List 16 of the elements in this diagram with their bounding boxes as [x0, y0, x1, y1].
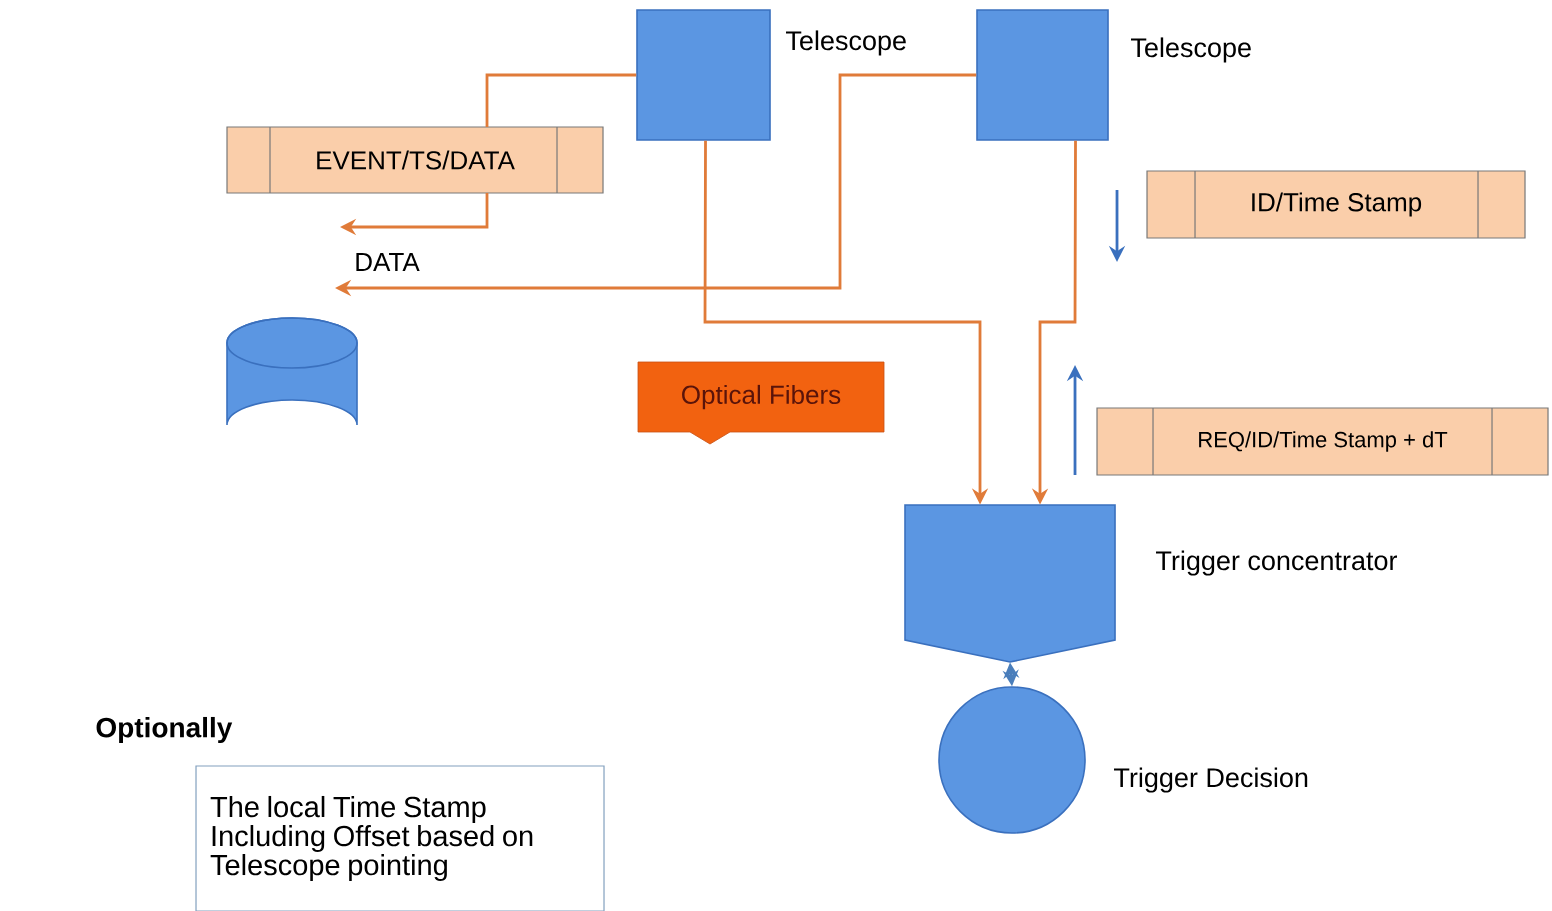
edge-label: DATA	[352, 251, 422, 273]
node-label: Trigger concentrator	[1156, 550, 1397, 576]
side-heading: Optionally	[96, 716, 233, 744]
database-cylinder	[226, 317, 358, 426]
circle-shape	[938, 686, 1086, 834]
box-shape	[976, 9, 1109, 141]
concentrator-shape	[904, 504, 1116, 663]
node-label: Telescope	[1131, 37, 1251, 63]
box-shape	[636, 9, 771, 141]
note-box: The local Time Stamp Including Offset based on Telescope pointing	[195, 765, 605, 911]
packet-box: EVENT/TS/DATA	[226, 126, 604, 194]
callout-box: Optical Fibers	[637, 361, 885, 445]
packet-box: ID/Time Stamp	[1146, 170, 1526, 239]
node-label: Trigger Decision	[1114, 767, 1308, 793]
packet-box: REQ/ID/Time Stamp + dT	[1096, 407, 1549, 476]
node-label: Telescope	[786, 30, 906, 56]
